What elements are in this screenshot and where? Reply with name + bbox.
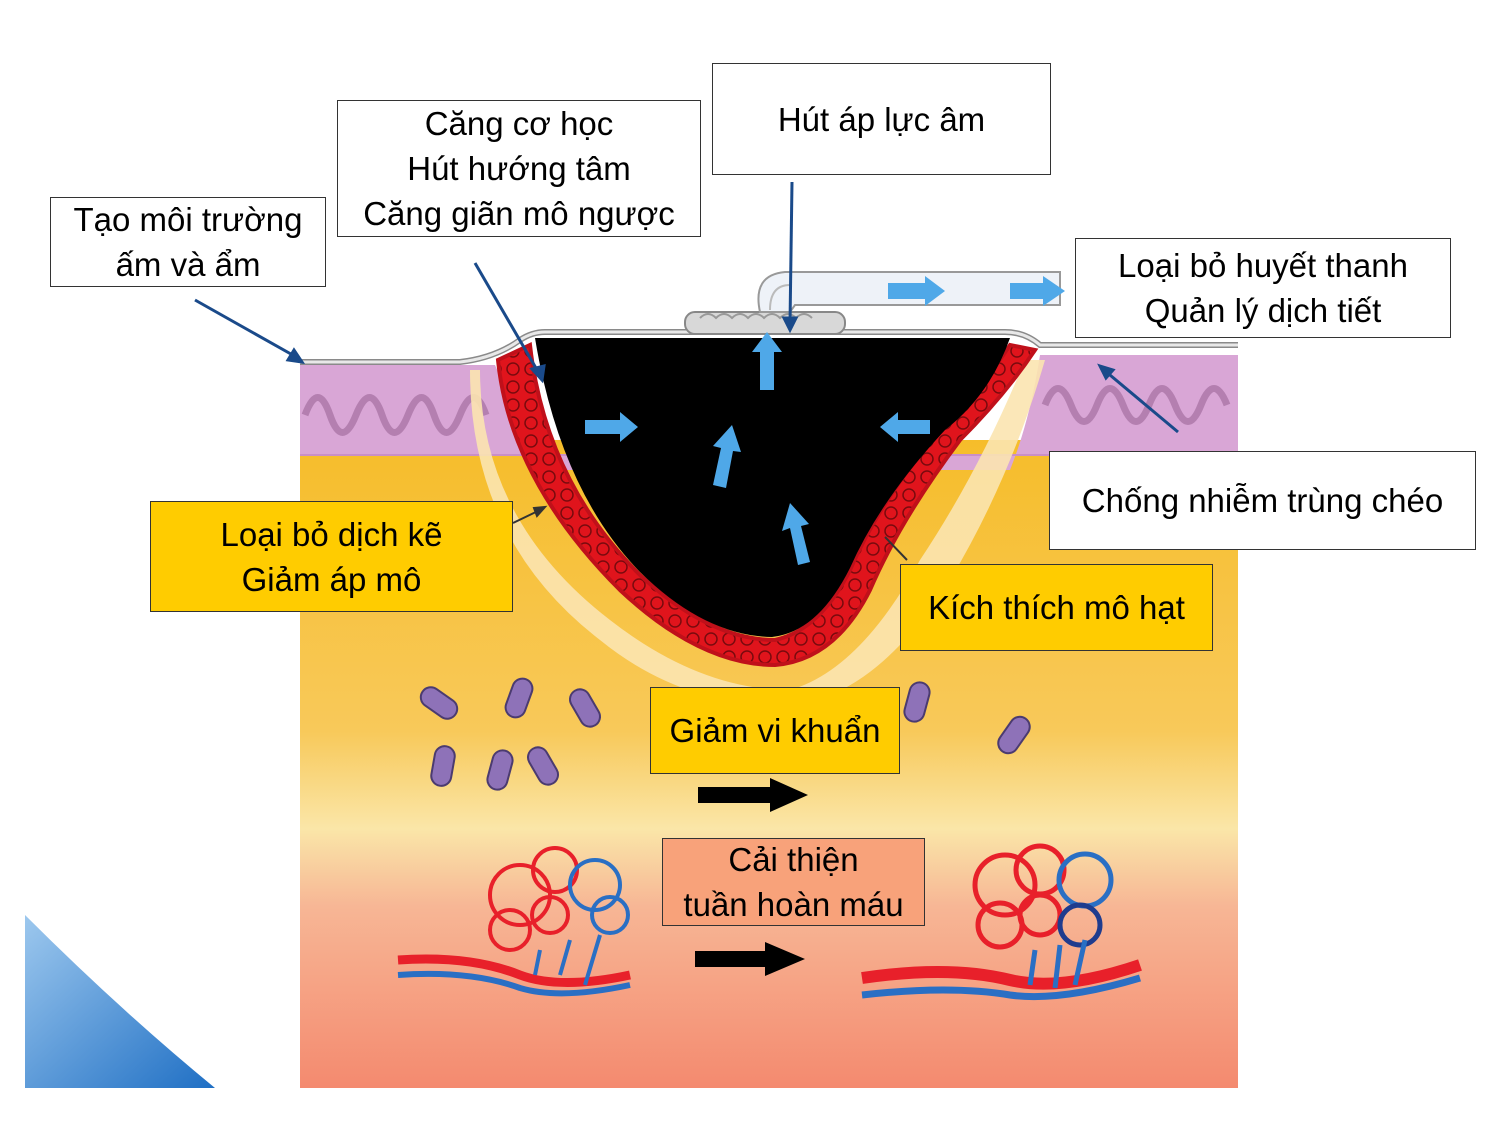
arrow-right-icon [695,778,808,976]
capillary-icon [861,843,1142,1001]
label-bacteria-reduction: Giảm vi khuẩn [650,687,900,774]
label-serum-removal: Loại bỏ huyết thanh Quản lý dịch tiết [1075,238,1451,338]
label-edema-removal: Loại bỏ dịch kẽ Giảm áp mô [150,501,513,612]
label-mechanical-stretch: Căng cơ học Hút hướng tâm Căng giãn mô n… [337,100,701,237]
bacteria-icon [419,677,1031,791]
capillary-icon [397,846,631,997]
small-pointers [512,505,908,561]
pointer-lines [194,181,1179,434]
suction-tube-icon [684,271,1061,335]
label-moist-environment: Tạo môi trường ấm và ẩm [50,197,326,287]
foam-dressing [535,338,1010,637]
label-cross-infection: Chống nhiễm trùng chéo [1049,451,1476,550]
corner-decoration [25,915,215,1088]
fluid-flow-arrows [888,276,1065,306]
label-circulation: Cải thiện tuần hoàn máu [662,838,925,926]
label-negative-pressure: Hút áp lực âm [712,63,1051,175]
suction-arrows [585,332,930,565]
granulation-tissue [495,342,1039,668]
label-granulation: Kích thích mô hạt [900,564,1213,651]
